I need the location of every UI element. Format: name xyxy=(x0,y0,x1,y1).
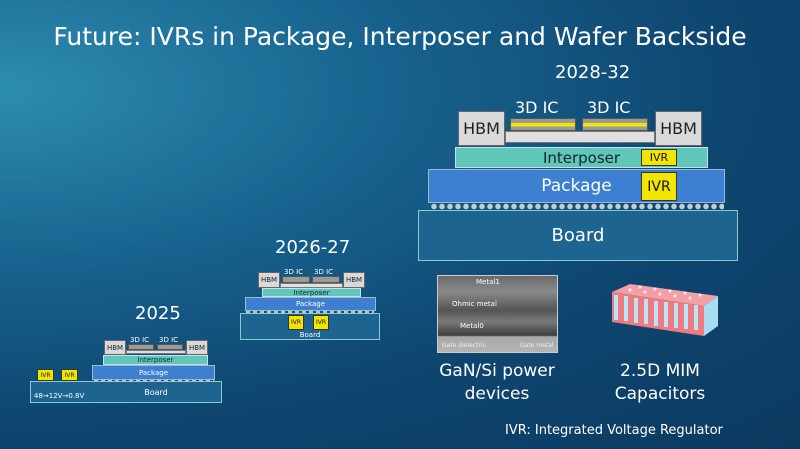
hbm-2028-right: HBM xyxy=(655,111,702,146)
ivr-interposer: IVR xyxy=(641,149,677,166)
bumps xyxy=(94,380,214,382)
hbm-2025-left: HBM xyxy=(104,340,126,355)
hbm-2025-right: HBM xyxy=(186,340,208,355)
footnote: IVR: Integrated Voltage Regulator xyxy=(505,423,723,438)
mim-caption: 2.5D MIM Capacitors xyxy=(590,360,730,406)
micrograph-label: Gate dielectric xyxy=(442,342,486,349)
caption-line: Capacitors xyxy=(614,384,706,404)
board-2026: Board xyxy=(240,313,380,340)
ivr-package: IVR xyxy=(641,172,677,201)
ivr-board: IVR xyxy=(37,369,54,381)
slide-title: Future: IVRs in Package, Interposer and … xyxy=(53,22,747,51)
ivr-package: IVR xyxy=(313,315,329,330)
ivr-board: IVR xyxy=(61,369,78,381)
mim-capacitor-illustration xyxy=(612,284,718,336)
chip-base xyxy=(505,131,655,143)
micrograph-label: Metal0 xyxy=(460,322,484,330)
interposer-2025: Interposer xyxy=(103,355,208,365)
micrograph-label: Ohmic metal xyxy=(452,300,497,308)
caption-line: devices xyxy=(464,384,530,404)
year-2028-32: 2028-32 xyxy=(555,62,631,83)
chip-3d-ic xyxy=(128,344,154,350)
ivr-package: IVR xyxy=(288,315,304,330)
year-2026-27: 2026-27 xyxy=(275,237,351,258)
caption-line: 2.5D MIM xyxy=(620,361,700,381)
hbm-2026-right: HBM xyxy=(343,272,365,288)
bumps xyxy=(430,203,724,210)
chip-3d-ic xyxy=(510,118,576,131)
chip-label: 3D IC xyxy=(515,98,559,117)
micrograph-label: Metal1 xyxy=(476,278,500,286)
chip-label: 3D IC xyxy=(587,98,631,117)
package-2025: Package xyxy=(92,365,215,380)
chip-label: 3D IC xyxy=(314,268,334,276)
hbm-2026-left: HBM xyxy=(258,272,280,288)
chip-label: 3D IC xyxy=(284,268,304,276)
chip-3d-ic xyxy=(157,344,183,350)
chip-base xyxy=(126,350,186,354)
gan-caption: GaN/Si power devices xyxy=(427,360,567,406)
package-2028: Package xyxy=(428,169,725,203)
board-2028: Board xyxy=(418,210,738,261)
year-2025: 2025 xyxy=(135,303,181,324)
package-2026: Package xyxy=(245,297,376,311)
interposer-2026: Interposer xyxy=(262,288,361,297)
board-label: Board xyxy=(144,387,168,397)
voltage-label: 48→12V→0.8V xyxy=(34,392,85,400)
bumps xyxy=(246,311,374,313)
micrograph-label: Gate metal xyxy=(520,342,554,349)
chip-3d-ic xyxy=(282,276,310,283)
chip-3d-ic xyxy=(582,118,648,131)
chip-3d-ic xyxy=(312,276,340,283)
caption-line: GaN/Si power xyxy=(439,361,555,381)
hbm-2028-left: HBM xyxy=(458,111,505,146)
chip-label: 3D IC xyxy=(130,336,150,344)
chip-label: 3D IC xyxy=(159,336,179,344)
chip-base xyxy=(280,283,343,288)
gan-device-micrograph: Metal1 Ohmic metal Metal0 Gate dielectri… xyxy=(437,275,558,353)
